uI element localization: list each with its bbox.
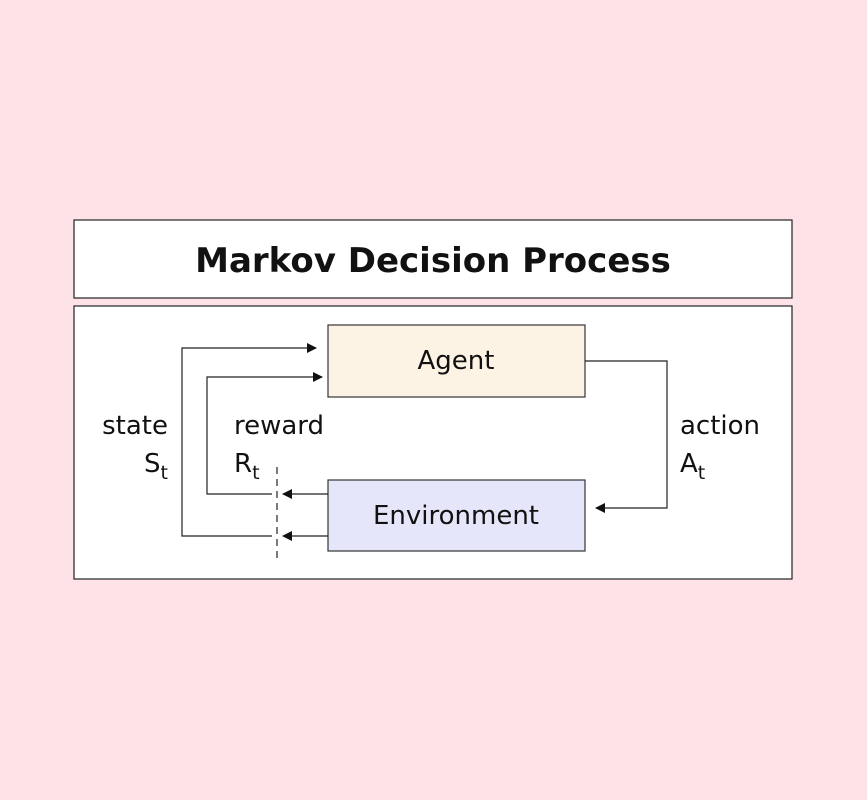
- diagram-title: Markov Decision Process: [195, 241, 671, 281]
- reward-symbol: Rt: [234, 449, 260, 484]
- state-arrow-to-agent: [181, 343, 317, 537]
- action-label: action: [680, 411, 760, 441]
- action-arrow: [585, 360, 668, 513]
- state-symbol: St: [144, 449, 168, 484]
- state-label: state: [102, 411, 168, 441]
- agent-label: Agent: [418, 346, 495, 376]
- environment-box: [327, 479, 586, 552]
- title-box: [73, 219, 793, 299]
- reward-arrow-to-agent: [206, 372, 323, 495]
- action-symbol: At: [680, 449, 705, 484]
- agent-box: [327, 324, 586, 398]
- reward-label: reward: [234, 411, 324, 441]
- environment-label: Environment: [373, 501, 539, 531]
